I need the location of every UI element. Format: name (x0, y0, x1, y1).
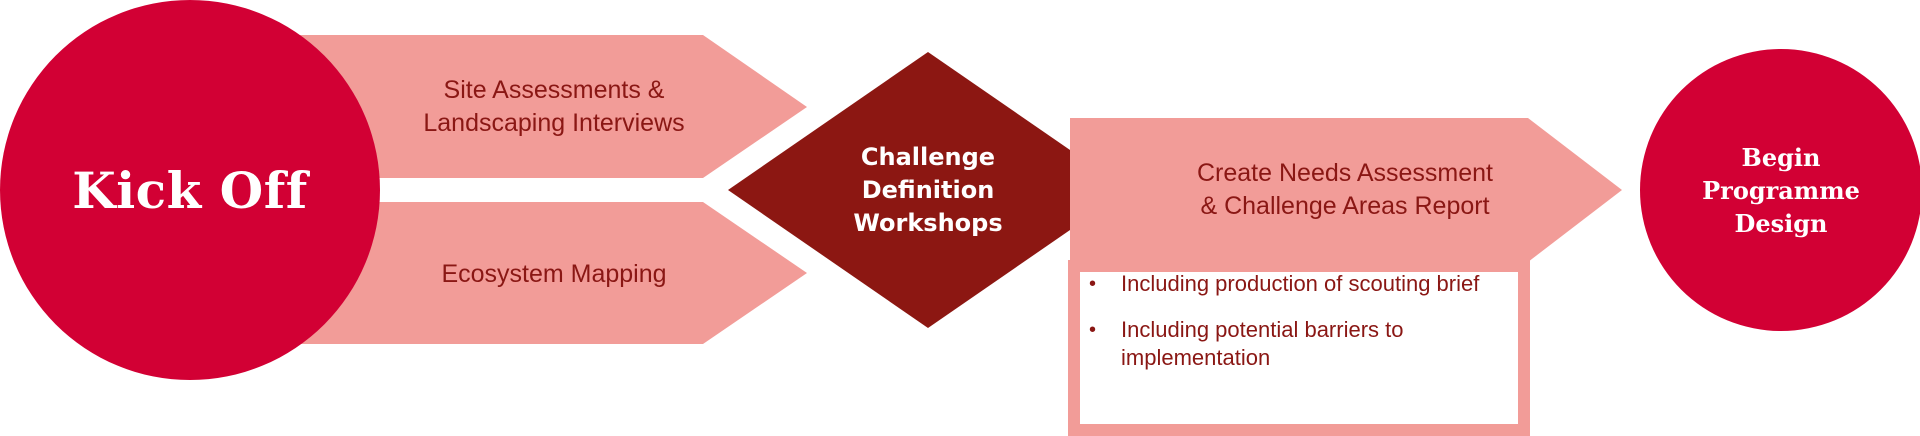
challenge-definition-line1: Challenge (860, 142, 996, 171)
bullet-item: Including potential barriers to implemen… (1078, 316, 1518, 372)
kick-off-label: Kick Off (72, 160, 308, 220)
challenge-definition-line2: Definition (861, 175, 995, 204)
ecosystem-mapping-label: Ecosystem Mapping (441, 259, 667, 288)
begin-programme-circle (1640, 49, 1920, 331)
bullet-item: Including production of scouting brief (1078, 270, 1518, 298)
begin-programme-line1: Begin (1741, 142, 1821, 172)
site-assessment-arrow (270, 35, 807, 178)
ecosystem-mapping-arrow (270, 202, 807, 344)
needs-assessment-line1: Create Needs Assessment (1197, 159, 1493, 187)
challenge-definition-label: Challenge Definition Workshops (778, 136, 1078, 244)
needs-assessment-label: Create Needs Assessment & Challenge Area… (1080, 153, 1610, 227)
site-assessment-line2: Landscaping Interviews (423, 109, 685, 137)
begin-programme-line2: Programme (1702, 175, 1860, 205)
begin-programme-line3: Design (1734, 208, 1828, 238)
needs-assessment-arrow (1070, 118, 1622, 262)
challenge-definition-diamond (728, 52, 1128, 328)
site-assessment-line1: Site Assessments & (443, 76, 665, 104)
site-assessment-label: Site Assessments & Landscaping Interview… (300, 70, 808, 144)
begin-programme-label: Begin Programme Design (1640, 136, 1920, 244)
needs-assessment-line2: & Challenge Areas Report (1200, 192, 1490, 220)
kick-off-circle (0, 0, 380, 380)
needs-assessment-bullets: Including production of scouting brief I… (1078, 270, 1518, 423)
challenge-definition-line3: Workshops (853, 208, 1003, 237)
